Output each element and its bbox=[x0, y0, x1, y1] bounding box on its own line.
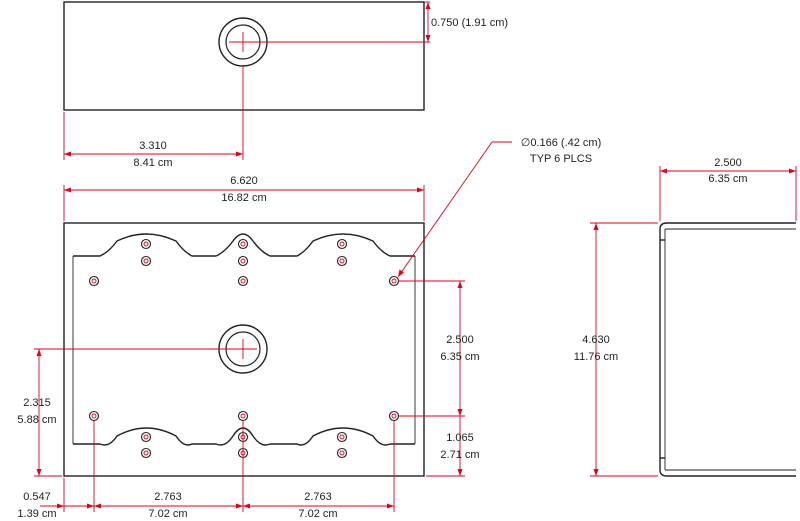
hole-pitch-right-in: 2.763 bbox=[304, 491, 332, 503]
side-height-cm: 11.76 cm bbox=[574, 351, 618, 363]
front-view: 6.620 16.82 cm ∅0.166 (.42 cm) TYP 6 PLC… bbox=[17, 137, 601, 520]
hole-pitch-left-in: 2.763 bbox=[154, 491, 182, 503]
hole-pitch-right-cm: 7.02 cm bbox=[298, 508, 337, 520]
upper-scalloped-flange bbox=[73, 233, 415, 257]
hole-spacing-v-in: 2.500 bbox=[446, 334, 474, 346]
hole-callout-size: ∅0.166 (.42 cm) bbox=[521, 137, 602, 149]
top-offset-in: 0.750 (1.91 cm) bbox=[431, 17, 508, 29]
mounting-hole bbox=[336, 447, 348, 459]
mounting-hole bbox=[336, 238, 348, 250]
mounting-hole bbox=[388, 275, 400, 287]
mounting-hole bbox=[388, 410, 400, 422]
edge-offset-in: 0.547 bbox=[23, 491, 51, 503]
knockout-height-cm: 5.88 cm bbox=[17, 414, 56, 426]
hole-spacing-v-cm: 6.35 cm bbox=[440, 351, 479, 363]
top-view-outline bbox=[63, 1, 425, 111]
side-view-top bbox=[659, 222, 796, 230]
side-height-in: 4.630 bbox=[582, 334, 610, 346]
mounting-hole bbox=[336, 431, 348, 443]
hole-pitch-left-cm: 7.02 cm bbox=[148, 508, 187, 520]
side-view: 2.500 6.35 cm 4.630 11.76 cm bbox=[574, 157, 797, 477]
side-depth-in: 2.500 bbox=[714, 157, 742, 169]
mounting-hole bbox=[237, 255, 249, 267]
mounting-hole bbox=[237, 275, 249, 287]
mounting-hole bbox=[88, 275, 100, 287]
hole-callout-qty: TYP 6 PLCS bbox=[530, 153, 592, 165]
front-view-outline bbox=[63, 222, 425, 477]
top-view: 0.750 (1.91 cm) 3.310 8.41 cm bbox=[63, 1, 508, 169]
front-width-in: 6.620 bbox=[230, 175, 258, 187]
top-knockout-x-in: 3.310 bbox=[139, 140, 167, 152]
mounting-hole bbox=[140, 447, 152, 459]
hole-callout-leader bbox=[397, 141, 493, 278]
mounting-hole bbox=[237, 238, 249, 250]
side-depth-cm: 6.35 cm bbox=[708, 173, 747, 185]
mounting-hole bbox=[88, 410, 100, 422]
front-width-cm: 16.82 cm bbox=[221, 192, 266, 204]
mounting-hole bbox=[336, 255, 348, 267]
mounting-hole bbox=[140, 238, 152, 250]
knockout-height-in: 2.315 bbox=[23, 397, 51, 409]
top-knockout-x-cm: 8.41 cm bbox=[133, 157, 172, 169]
mounting-hole bbox=[237, 410, 249, 422]
mounting-hole bbox=[140, 431, 152, 443]
mounting-hole bbox=[140, 255, 152, 267]
side-view-back bbox=[659, 229, 796, 477]
hole-row-height-in: 1.065 bbox=[446, 432, 474, 444]
edge-offset-cm: 1.39 cm bbox=[17, 508, 56, 520]
hole-row-height-cm: 2.71 cm bbox=[440, 449, 479, 461]
